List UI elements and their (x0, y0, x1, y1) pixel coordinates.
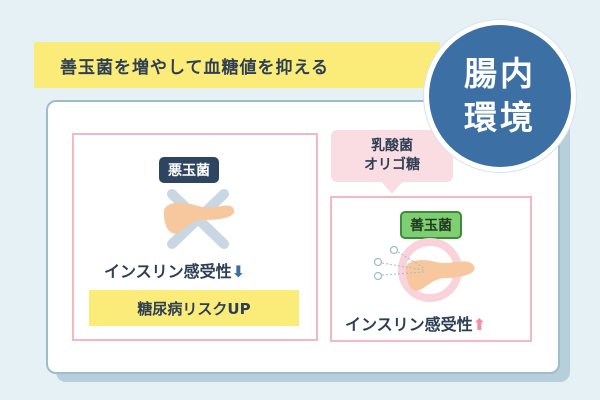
circle-line-2: 環境 (464, 98, 536, 137)
bad-bacteria-tag: 悪玉菌 (159, 157, 219, 183)
pancreas-icon (163, 202, 235, 234)
diabetes-risk-text: 糖尿病リスクUP (137, 299, 251, 318)
insulin-sensitivity-down: インスリン感受性⬇ (104, 258, 245, 282)
pancreas-cross-illustration (163, 189, 235, 249)
bubble-line-1: 乳酸菌 (371, 138, 413, 154)
speech-bubble-tail (380, 180, 404, 194)
arrow-up-icon: ⬆ (472, 315, 487, 334)
pancreas-icon (405, 260, 475, 291)
diabetes-risk-highlight: 糖尿病リスクUP (89, 290, 299, 326)
circle-line-1: 腸内 (464, 54, 536, 93)
status-text: インスリン感受性 (345, 315, 473, 334)
bubble-line-2: オリゴ糖 (364, 157, 420, 173)
insulin-sensitivity-up: インスリン感受性⬆ (345, 311, 486, 335)
pancreas-healthy-illustration (373, 238, 475, 302)
status-text: インスリン感受性 (104, 262, 232, 281)
headline-banner: 善玉菌を増やして血糖値を抑える (34, 42, 440, 88)
good-bacteria-tag: 善玉菌 (400, 211, 462, 239)
headline-text: 善玉菌を増やして血糖値を抑える (60, 57, 329, 78)
gut-environment-circle: 腸内 環境 (424, 20, 576, 172)
arrow-down-icon: ⬇ (231, 262, 246, 281)
bubbles-icon (373, 245, 399, 281)
speech-bubble: 乳酸菌 オリゴ糖 (331, 130, 453, 182)
